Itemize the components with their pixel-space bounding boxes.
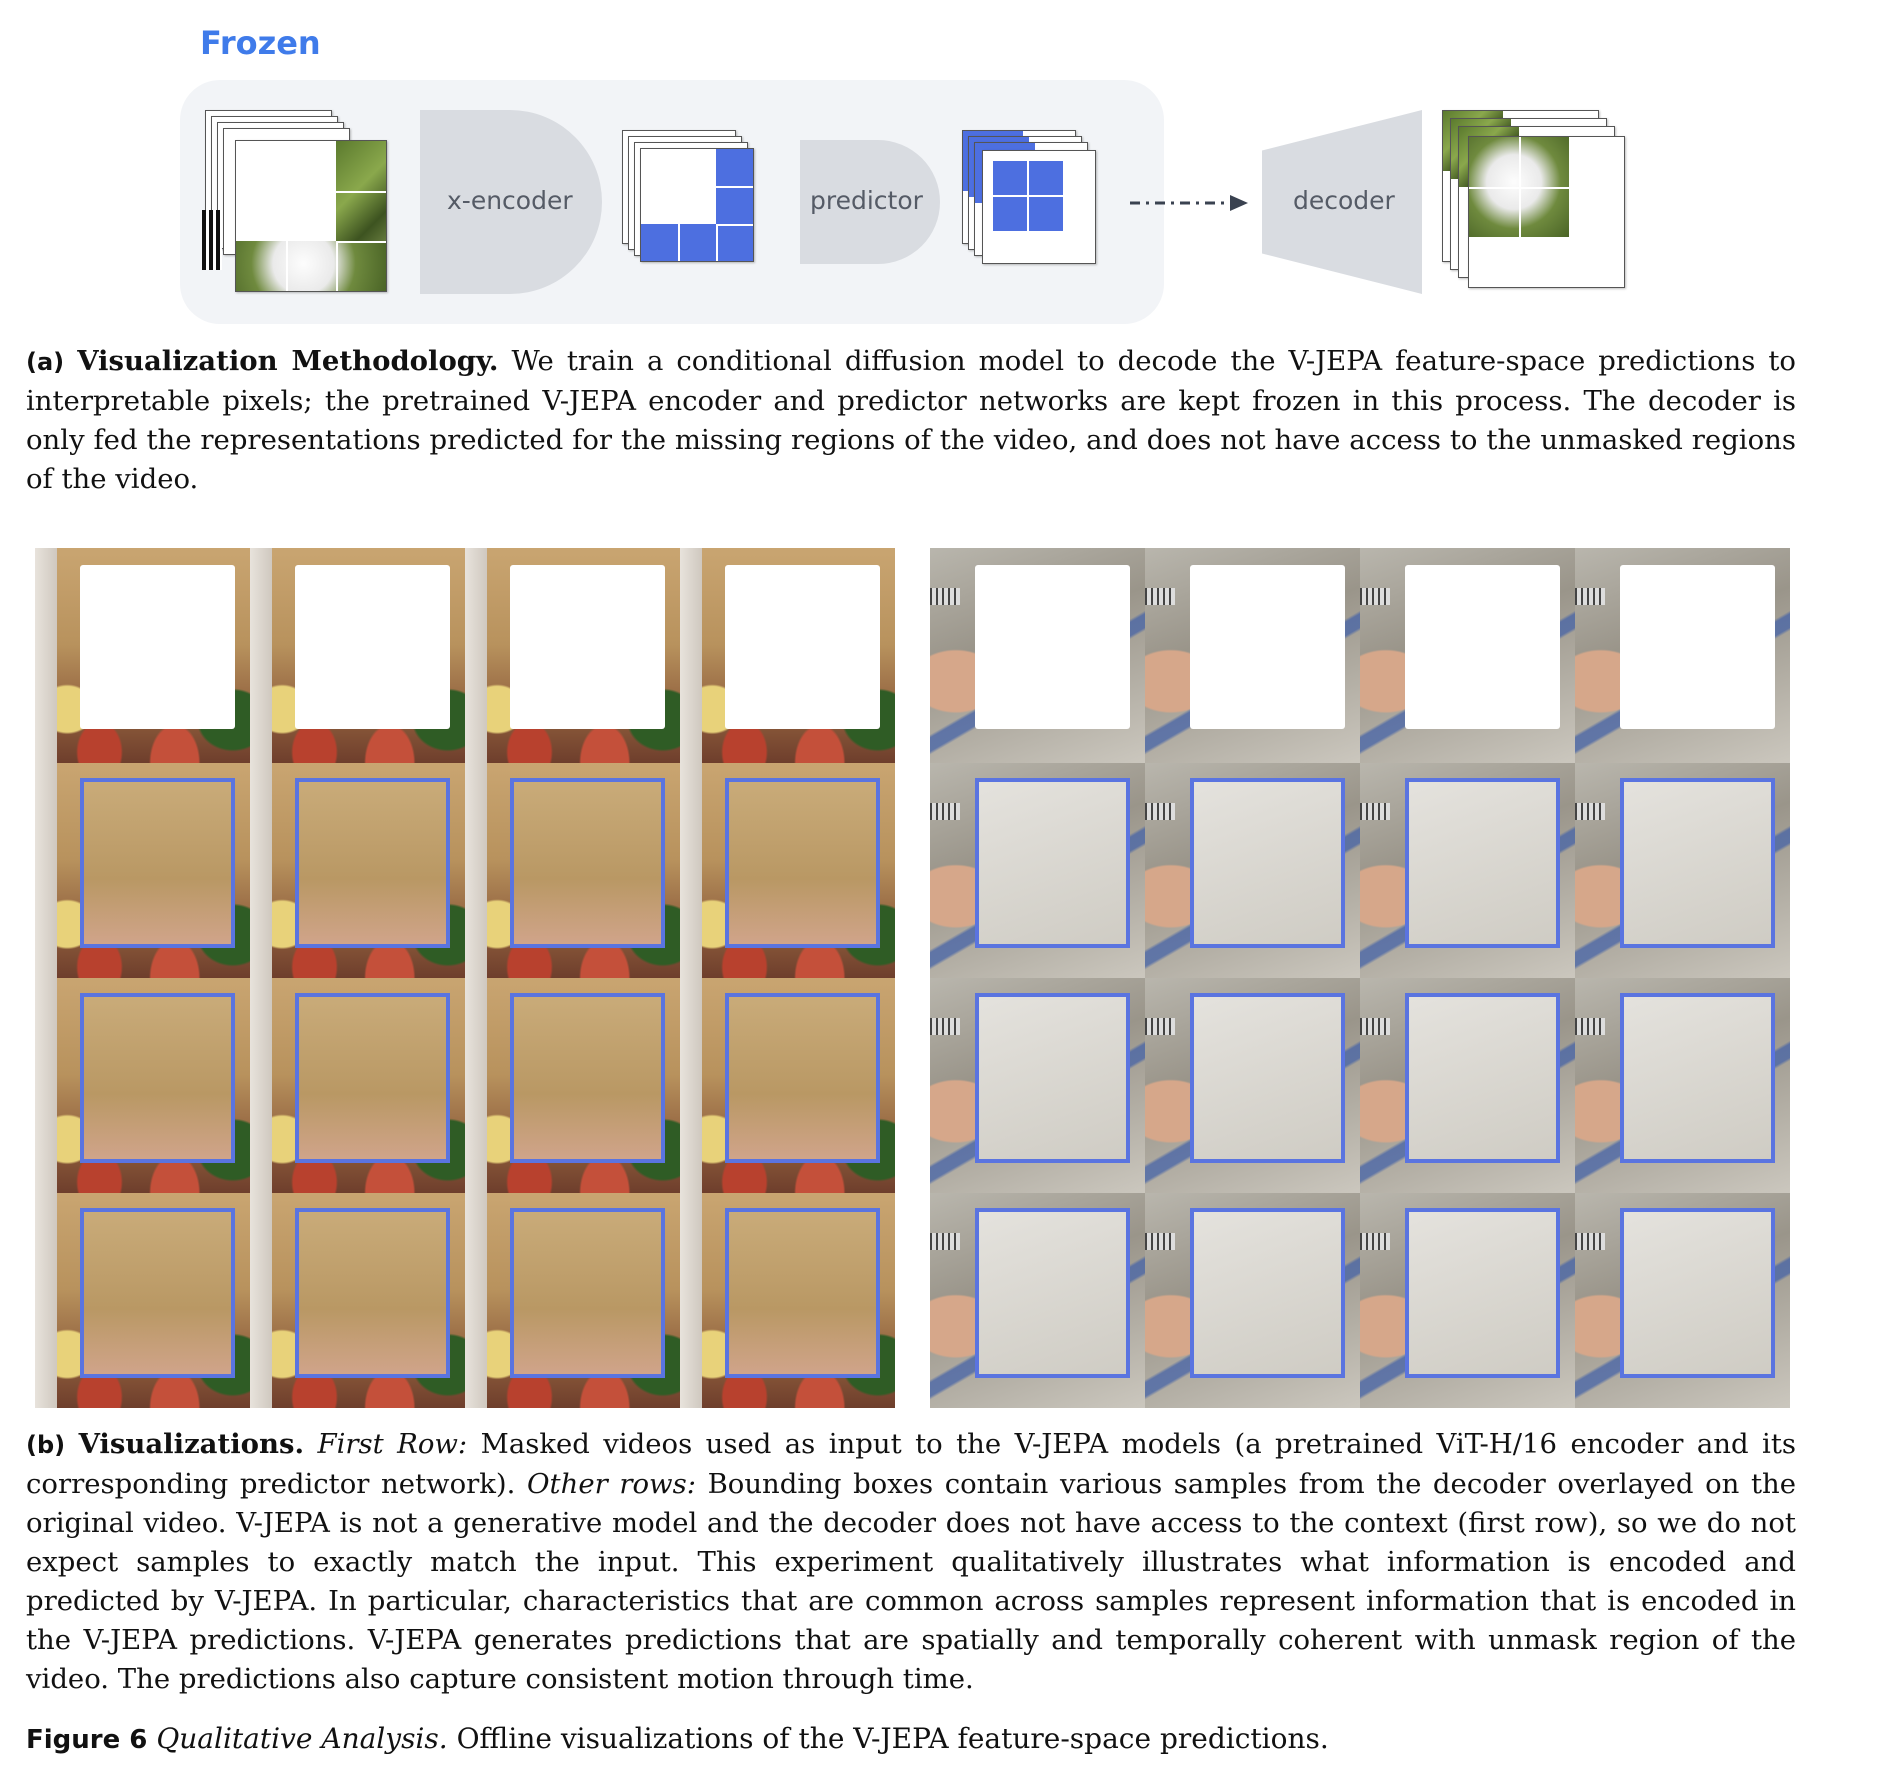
- notebook-video-frame: [930, 763, 1145, 978]
- kitchen-video-frame: [465, 978, 680, 1193]
- decoder-sample-bounding-box: [1405, 778, 1560, 948]
- decoder-sample-bounding-box: [1620, 993, 1775, 1163]
- decoder-sample-bounding-box: [725, 1208, 880, 1378]
- kitchen-video-frame: [465, 548, 680, 763]
- x-encoder-block: [420, 110, 602, 294]
- notebook-video-frame: [1575, 1193, 1790, 1408]
- predictor-block: [800, 140, 940, 264]
- figure-label: Figure 6: [26, 1725, 148, 1755]
- decoder-sample-bounding-box: [1190, 778, 1345, 948]
- notebook-video-frame: [1360, 978, 1575, 1193]
- kitchen-video-frame: [250, 763, 465, 978]
- x-encoder-label: x-encoder: [447, 186, 573, 215]
- caption-b-title: Visualizations.: [78, 1428, 305, 1460]
- kitchen-video-frame: [35, 1193, 250, 1408]
- predictor-label: predictor: [810, 186, 923, 215]
- caption-b-first-row-label: First Row:: [317, 1428, 468, 1460]
- caption-b-first-row-text: Masked videos used as input to the V-JEP…: [26, 1428, 1796, 1500]
- frozen-label: Frozen: [200, 24, 321, 62]
- masked-region: [80, 565, 235, 729]
- caption-b: (b) Visualizations. First Row: Masked vi…: [26, 1425, 1796, 1699]
- caption-b-tag: (b): [26, 1431, 66, 1459]
- decoder-sample-bounding-box: [1190, 1208, 1345, 1378]
- dashed-arrow-icon: [1130, 195, 1248, 211]
- masked-region: [975, 565, 1130, 729]
- caption-a-tag: (a): [26, 348, 65, 376]
- masked-region: [1190, 565, 1345, 729]
- masked-region: [1620, 565, 1775, 729]
- kitchen-video-frame: [680, 1193, 895, 1408]
- figure-caption: Figure 6 Qualitative Analysis. Offline v…: [26, 1722, 1329, 1755]
- masked-region: [295, 565, 450, 729]
- notebook-visualization-grid: [930, 548, 1790, 1408]
- notebook-video-frame: [930, 978, 1145, 1193]
- kitchen-video-frame: [250, 978, 465, 1193]
- kitchen-video-frame: [35, 978, 250, 1193]
- decoder-sample-bounding-box: [295, 778, 450, 948]
- caption-a: (a) Visualization Methodology. We train …: [26, 342, 1796, 499]
- decoder-sample-bounding-box: [510, 778, 665, 948]
- kitchen-video-frame: [680, 978, 895, 1193]
- decoder-sample-bounding-box: [295, 1208, 450, 1378]
- notebook-video-frame: [1360, 548, 1575, 763]
- notebook-video-frame: [930, 1193, 1145, 1408]
- masked-region: [1405, 565, 1560, 729]
- decoder-sample-bounding-box: [1620, 1208, 1775, 1378]
- decoder-sample-bounding-box: [725, 778, 880, 948]
- notebook-video-frame: [1360, 763, 1575, 978]
- kitchen-video-frame: [250, 1193, 465, 1408]
- notebook-video-frame: [1145, 1193, 1360, 1408]
- decoder-sample-bounding-box: [295, 993, 450, 1163]
- notebook-video-frame: [1575, 978, 1790, 1193]
- notebook-video-frame: [1145, 763, 1360, 978]
- kitchen-visualization-grid: [35, 548, 895, 1408]
- notebook-video-frame: [1360, 1193, 1575, 1408]
- figure-title: Qualitative Analysis.: [156, 1722, 448, 1755]
- kitchen-video-frame: [35, 763, 250, 978]
- figure-text: Offline visualizations of the V-JEPA fea…: [456, 1722, 1329, 1755]
- decoder-sample-bounding-box: [975, 778, 1130, 948]
- notebook-video-frame: [1575, 548, 1790, 763]
- encoder-output-stack: [622, 130, 762, 270]
- masked-region: [510, 565, 665, 729]
- decoder-sample-bounding-box: [1405, 1208, 1560, 1378]
- caption-a-title: Visualization Methodology.: [77, 345, 499, 377]
- kitchen-video-frame: [680, 548, 895, 763]
- decoder-sample-bounding-box: [1620, 778, 1775, 948]
- kitchen-video-frame: [680, 763, 895, 978]
- decoder-sample-bounding-box: [1405, 993, 1560, 1163]
- masked-region: [725, 565, 880, 729]
- caption-a-body: We train a conditional diffusion model t…: [26, 345, 1796, 495]
- decoder-sample-bounding-box: [975, 1208, 1130, 1378]
- predictor-output-stack: [962, 130, 1102, 270]
- kitchen-video-frame: [250, 548, 465, 763]
- kitchen-video-frame: [35, 548, 250, 763]
- decoder-sample-bounding-box: [80, 778, 235, 948]
- decoder-label: decoder: [1293, 186, 1395, 215]
- caption-b-other-rows-text: Bounding boxes contain various samples f…: [26, 1468, 1797, 1695]
- notebook-video-frame: [1145, 978, 1360, 1193]
- notebook-video-frame: [1145, 548, 1360, 763]
- kitchen-video-frame: [465, 1193, 680, 1408]
- notebook-video-frame: [930, 548, 1145, 763]
- decoder-sample-bounding-box: [975, 993, 1130, 1163]
- decoder-sample-bounding-box: [725, 993, 880, 1163]
- kitchen-video-frame: [465, 763, 680, 978]
- caption-b-other-rows-label: Other rows:: [527, 1468, 696, 1500]
- decoder-sample-bounding-box: [1190, 993, 1345, 1163]
- notebook-video-frame: [1575, 763, 1790, 978]
- input-masked-video-stack: [202, 110, 387, 292]
- decoder-sample-bounding-box: [510, 993, 665, 1163]
- decoder-sample-bounding-box: [510, 1208, 665, 1378]
- decoder-sample-bounding-box: [80, 1208, 235, 1378]
- decoded-output-stack: [1442, 110, 1632, 290]
- decoder-sample-bounding-box: [80, 993, 235, 1163]
